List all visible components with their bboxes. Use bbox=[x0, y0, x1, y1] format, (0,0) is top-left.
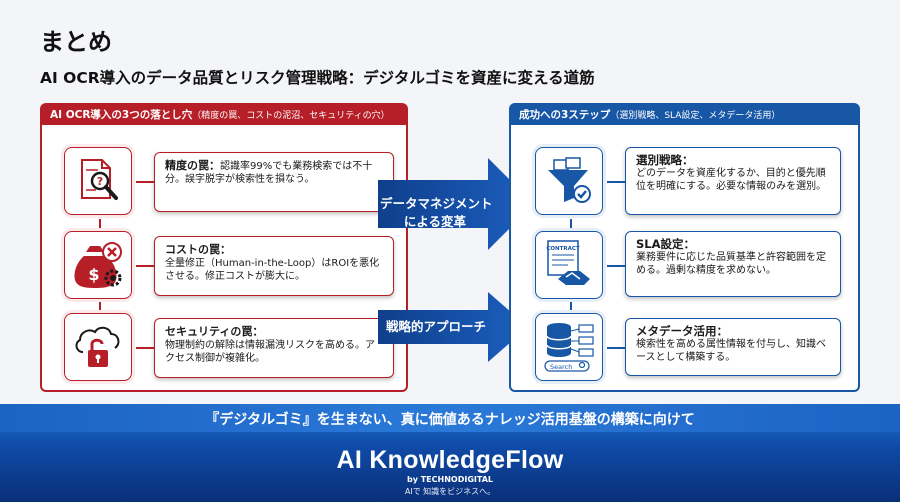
selection-strategy-text: どのデータを資産化するか、目的と優先順位を明確にする。必要な情報のみを選別。 bbox=[636, 168, 827, 192]
database-tags-icon: Search bbox=[535, 313, 603, 381]
success-panel-title: 成功への3ステップ bbox=[519, 109, 611, 121]
arrow-label-line2: による変革 bbox=[403, 214, 467, 229]
svg-text:$: $ bbox=[88, 265, 99, 284]
document-search-icon: ? bbox=[64, 147, 132, 215]
cost-trap-text: 全量修正（Human-in-the-Loop）はROIを悪化させる。修正コストが… bbox=[165, 258, 380, 282]
cost-trap-box: コストの罠： 全量修正（Human-in-the-Loop）はROIを悪化させる。… bbox=[154, 236, 394, 296]
transformation-arrow bbox=[378, 158, 534, 250]
cloud-unlock-icon bbox=[64, 313, 132, 381]
contract-handshake-icon: CONTRACT bbox=[535, 231, 603, 299]
banner-message: 『デジタルゴミ』を生まない、真に価値あるナレッジ活用基盤の構築に向けて bbox=[205, 412, 695, 428]
banner-message-strip bbox=[0, 404, 900, 432]
funnel-filter-icon bbox=[535, 147, 603, 215]
accuracy-trap-box: 精度の罠：認識率99%でも業務検索では不十分。誤字脱字が検索性を損なう。 bbox=[154, 152, 394, 212]
step-connector bbox=[570, 219, 572, 233]
security-trap-text: 物理制約の解除は情報漏洩リスクを高める。アクセス制御が複雑化。 bbox=[165, 340, 375, 364]
pitfalls-panel-title: AI OCR導入の3つの落とし穴 bbox=[50, 109, 193, 121]
security-trap-box: セキュリティの罠： 物理制約の解除は情報漏洩リスクを高める。アクセス制御が複雑化。 bbox=[154, 318, 394, 378]
security-trap-heading: セキュリティの罠： bbox=[165, 325, 264, 338]
metadata-heading: メタデータ活用： bbox=[636, 324, 728, 338]
selection-strategy-heading: 選別戦略： bbox=[636, 153, 694, 167]
success-panel-note: （選別戦略、SLA設定、メタデータ活用） bbox=[610, 111, 781, 121]
pitfalls-panel: AI OCR導入の3つの落とし穴（精度の罠、コストの泥沼、セキュリティの穴） ?… bbox=[40, 103, 408, 392]
pitfalls-panel-note: （精度の罠、コストの泥沼、セキュリティの穴） bbox=[192, 111, 390, 121]
page-title: まとめ bbox=[40, 28, 112, 56]
success-steps-panel: 成功への3ステップ（選別戦略、SLA設定、メタデータ活用） 選別戦略： どのデー… bbox=[509, 103, 860, 392]
brand-byline: by TECHNODIGITAL bbox=[407, 475, 493, 484]
metadata-link-line bbox=[607, 347, 625, 349]
sla-link-line bbox=[607, 265, 625, 267]
brand-logo-text: AI KnowledgeFlow bbox=[336, 446, 564, 474]
sla-setting-text: 業務要件に応じた品質基準と許容範囲を定める。過剰な精度を求めない。 bbox=[636, 252, 826, 276]
page-subtitle: AI OCR導入のデータ品質とリスク管理戦略：デジタルゴミを資産に変える道筋 bbox=[40, 69, 595, 87]
accuracy-trap-heading: 精度の罠： bbox=[165, 159, 220, 172]
svg-text:?: ? bbox=[97, 175, 103, 188]
metadata-box: メタデータ活用： 検索性を高める属性情報を付与し、知識ベースとして構築する。 bbox=[625, 318, 841, 376]
pitfall-connector bbox=[99, 301, 101, 315]
selection-strategy-box: 選別戦略： どのデータを資産化するか、目的と優先順位を明確にする。必要な情報のみ… bbox=[625, 147, 841, 215]
pitfall-connector bbox=[99, 219, 101, 233]
contract-icon-text: CONTRACT bbox=[546, 246, 580, 252]
sla-setting-heading: SLA設定： bbox=[636, 237, 696, 251]
security-link-line bbox=[136, 347, 154, 349]
accuracy-trap-text: 認識率99%でも業務検索では不十分。誤字脱字が検索性を損なう。 bbox=[165, 161, 373, 185]
accuracy-link-line bbox=[136, 181, 154, 183]
money-bag-error-icon: $ bbox=[64, 231, 132, 299]
step-connector bbox=[570, 301, 572, 315]
cost-trap-heading: コストの罠： bbox=[165, 243, 231, 256]
arrow-label-strategic-approach: 戦略的アプローチ bbox=[385, 319, 486, 334]
sla-setting-box: SLA設定： 業務要件に応じた品質基準と許容範囲を定める。過剰な精度を求めない。 bbox=[625, 231, 841, 297]
selection-link-line bbox=[607, 181, 625, 183]
metadata-text: 検索性を高める属性情報を付与し、知識ベースとして構築する。 bbox=[636, 339, 826, 363]
brand-tagline: AIで 知識をビジネスへ。 bbox=[404, 487, 496, 496]
cost-link-line bbox=[136, 265, 154, 267]
pitfalls-panel-header: AI OCR導入の3つの落とし穴（精度の罠、コストの泥沼、セキュリティの穴） bbox=[42, 105, 406, 125]
arrow-label-data-management: データマネジメント による変革 bbox=[380, 195, 493, 231]
success-panel-header: 成功への3ステップ（選別戦略、SLA設定、メタデータ活用） bbox=[511, 105, 858, 125]
search-icon-text: Search bbox=[550, 363, 572, 371]
strategy-arrow bbox=[378, 292, 528, 362]
footer-banner: 『デジタルゴミ』を生まない、真に価値あるナレッジ活用基盤の構築に向けて AI K… bbox=[0, 404, 900, 502]
arrow-label-line1: データマネジメント bbox=[380, 196, 493, 211]
